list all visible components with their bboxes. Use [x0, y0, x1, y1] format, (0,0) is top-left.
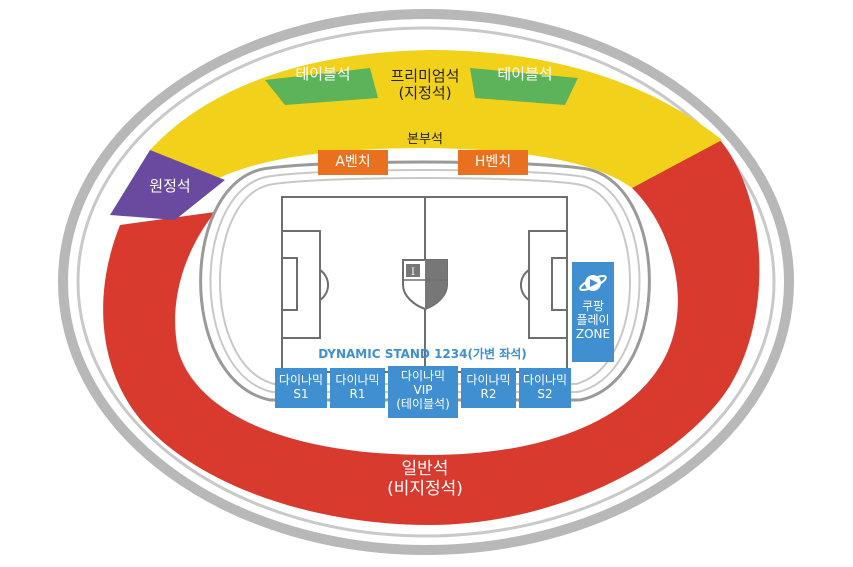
label-dynamic-s2-line2: S2	[537, 386, 553, 401]
label-dynamic-s2: 다이나믹 S2	[519, 373, 571, 402]
label-table-left: 테이블석	[295, 65, 351, 83]
label-away: 원정석	[149, 177, 191, 195]
dynamic-block-r1[interactable]	[330, 368, 385, 408]
label-dynamic-r1-line2: R1	[349, 386, 366, 401]
section-away[interactable]	[110, 150, 225, 220]
label-general: 일반석 (비지정석)	[360, 459, 490, 499]
section-bench-a[interactable]	[318, 150, 388, 175]
label-dynamic-vip-line2: VIP	[413, 382, 433, 397]
dynamic-block-vip[interactable]	[388, 366, 458, 418]
label-dynamic-s1-line2: S1	[293, 386, 309, 401]
label-dynamic-s2-line1: 다이나믹	[522, 373, 568, 387]
running-track-lane-1	[209, 169, 641, 393]
label-dynamic-vip-line3: (테이블석)	[396, 396, 450, 411]
label-dynamic-r1: 다이나믹 R1	[330, 373, 385, 402]
label-dynamic-stand: DYNAMIC STAND 1234(가변 좌석)	[318, 347, 527, 361]
label-general-line2: (비지정석)	[387, 478, 463, 499]
label-table-right: 테이블석	[497, 65, 553, 83]
pitch-arc-right	[520, 269, 530, 301]
label-general-line1: 일반석	[401, 459, 449, 479]
section-bench-h[interactable]	[458, 150, 528, 175]
section-table-left[interactable]	[265, 68, 378, 105]
pitch-goal-box-left	[281, 257, 298, 311]
dynamic-block-s1[interactable]	[275, 368, 327, 408]
label-bench-h: H벤치	[474, 154, 512, 170]
label-dynamic-r2-line1: 다이나믹	[466, 373, 511, 387]
label-dynamic-vip-line1: 다이나믹	[400, 369, 446, 383]
label-bench-a: A벤치	[335, 154, 371, 170]
label-coupang-line1: 쿠팡	[581, 299, 605, 313]
section-table-right[interactable]	[470, 68, 578, 105]
label-dynamic-vip: 다이나믹 VIP (테이블석)	[388, 369, 458, 411]
label-dynamic-r1-line1: 다이나믹	[335, 373, 380, 387]
label-main-stand: 본부석	[407, 132, 443, 147]
label-coupang: 쿠팡 플레이 ZONE	[572, 299, 614, 341]
running-track-lane-2	[219, 177, 631, 385]
label-dynamic-s1: 다이나믹 S1	[275, 373, 327, 402]
coupang-play-icon	[579, 275, 607, 291]
section-general[interactable]	[103, 140, 760, 525]
label-coupang-line3: ZONE	[575, 326, 611, 341]
pitch-goal-box-right	[551, 257, 568, 311]
label-premium: 프리미엄석 (지정석)	[370, 67, 480, 103]
label-dynamic-s1-line1: 다이나믹	[278, 373, 324, 387]
label-dynamic-r2-line2: R2	[480, 386, 497, 401]
team-crest-icon: I	[402, 259, 448, 311]
label-premium-line1: 프리미엄석	[390, 67, 460, 85]
label-premium-line2: (지정석)	[398, 84, 452, 103]
dynamic-block-s2[interactable]	[519, 368, 571, 408]
pitch-arc-left	[319, 269, 329, 301]
dynamic-block-r2[interactable]	[461, 368, 516, 408]
label-coupang-line2: 플레이	[576, 312, 610, 327]
label-dynamic-r2: 다이나믹 R2	[461, 373, 516, 402]
svg-text:I: I	[411, 267, 415, 278]
